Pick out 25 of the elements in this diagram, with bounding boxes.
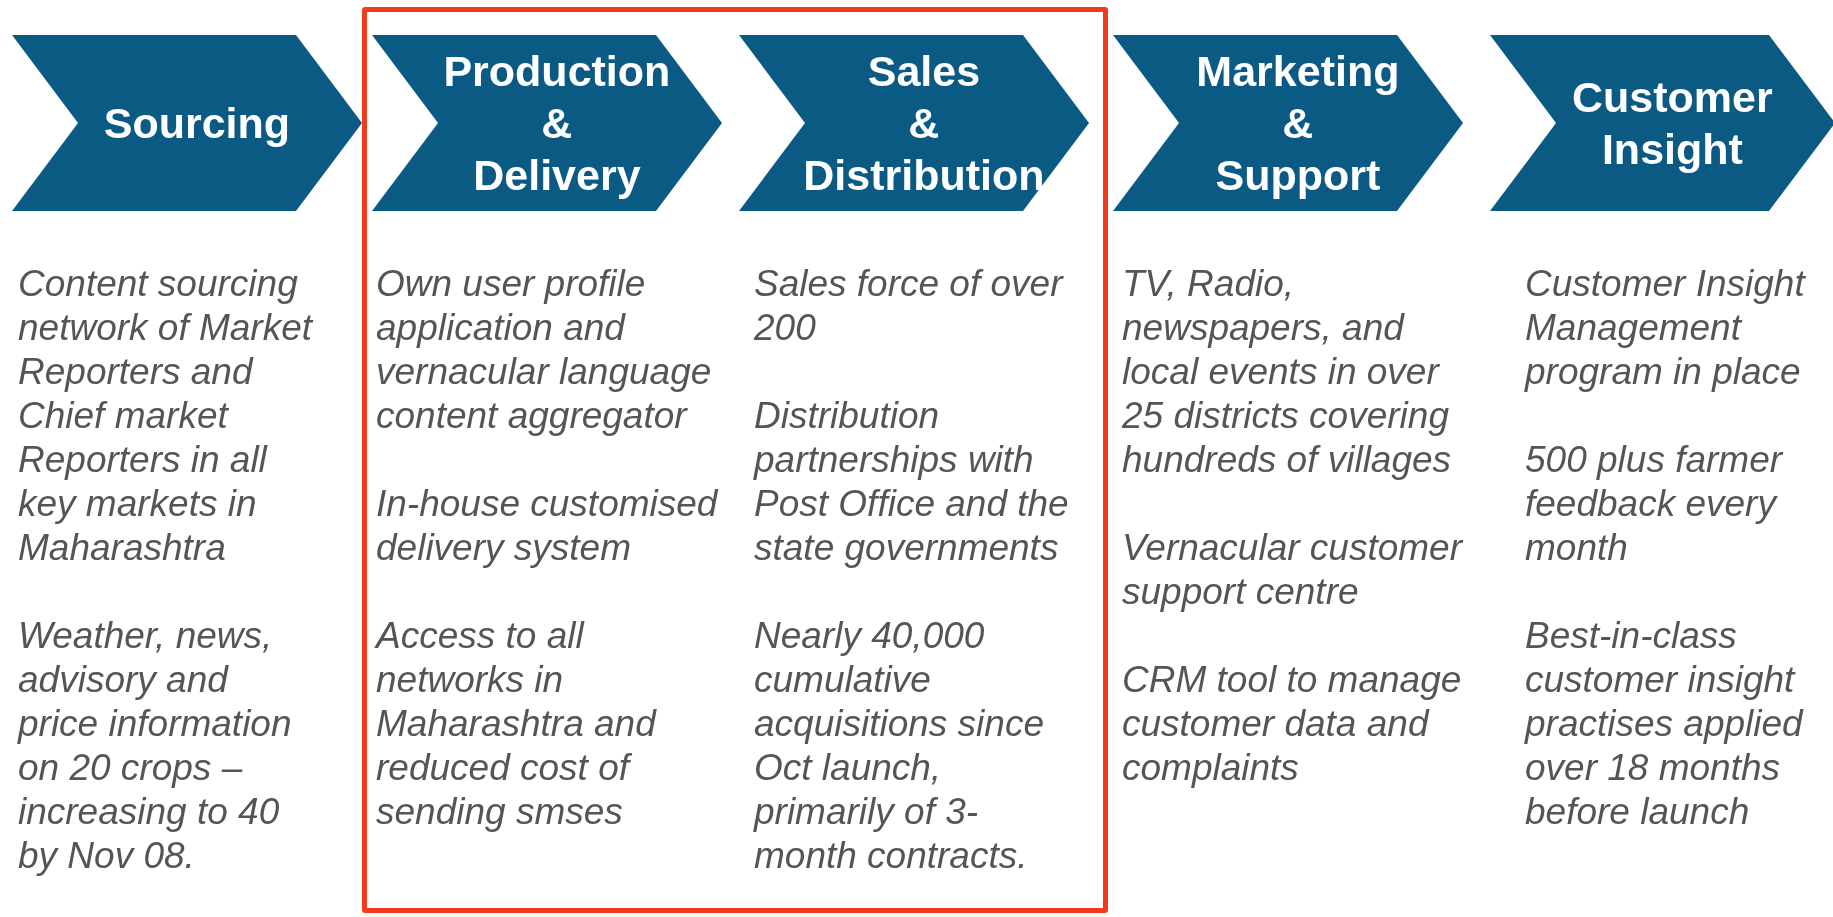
highlight-frame <box>362 7 1108 913</box>
step-title: Marketing & Support <box>1196 46 1400 201</box>
description-text: Content sourcing network of Market Reporters and Chief market Reporters in all key markets in Maharashtra <box>18 262 315 570</box>
description-text: Access to all networks in Maharashtra and reduced cost of sending smses <box>376 614 658 834</box>
chevron-step <box>372 35 722 211</box>
chevron-step <box>12 35 362 211</box>
step-title: Production & Delivery <box>443 46 671 201</box>
description-text: Weather, news, advisory and price information on 20 crops – increasing to 40 by Nov 08. <box>18 614 293 878</box>
description-text: Customer Insight Management program in place <box>1525 262 1807 394</box>
chevron-step <box>739 35 1089 211</box>
description-text: CRM tool to manage customer data and complaints <box>1122 658 1463 790</box>
description-text: Sales force of over 200 <box>754 262 1065 350</box>
description-text: Nearly 40,000 cumulative acquisitions since Oct launch, primarily of 3-month contracts. <box>754 614 1045 878</box>
step-title: Sales & Distribution <box>803 46 1045 201</box>
description-text: Own user profile application and vernacular language content aggregator <box>376 262 713 438</box>
description-text: Vernacular customer support centre <box>1122 526 1465 614</box>
description-text: 500 plus farmer feedback every month <box>1525 438 1785 570</box>
description-text: Best-in-class customer insight practises applied over 18 months before launch <box>1525 614 1805 834</box>
step-title: Sourcing <box>103 98 291 149</box>
description-text: In-house customised delivery system <box>376 482 720 570</box>
description-text: TV, Radio, newspapers, and local events in over 25 districts covering hundreds of villages <box>1122 262 1453 482</box>
chevron-step <box>1113 35 1463 211</box>
step-title: Customer Insight <box>1572 72 1773 175</box>
description-text: Distribution partnerships with Post Office and the state governments <box>754 394 1070 570</box>
chevron-step <box>1490 35 1833 211</box>
